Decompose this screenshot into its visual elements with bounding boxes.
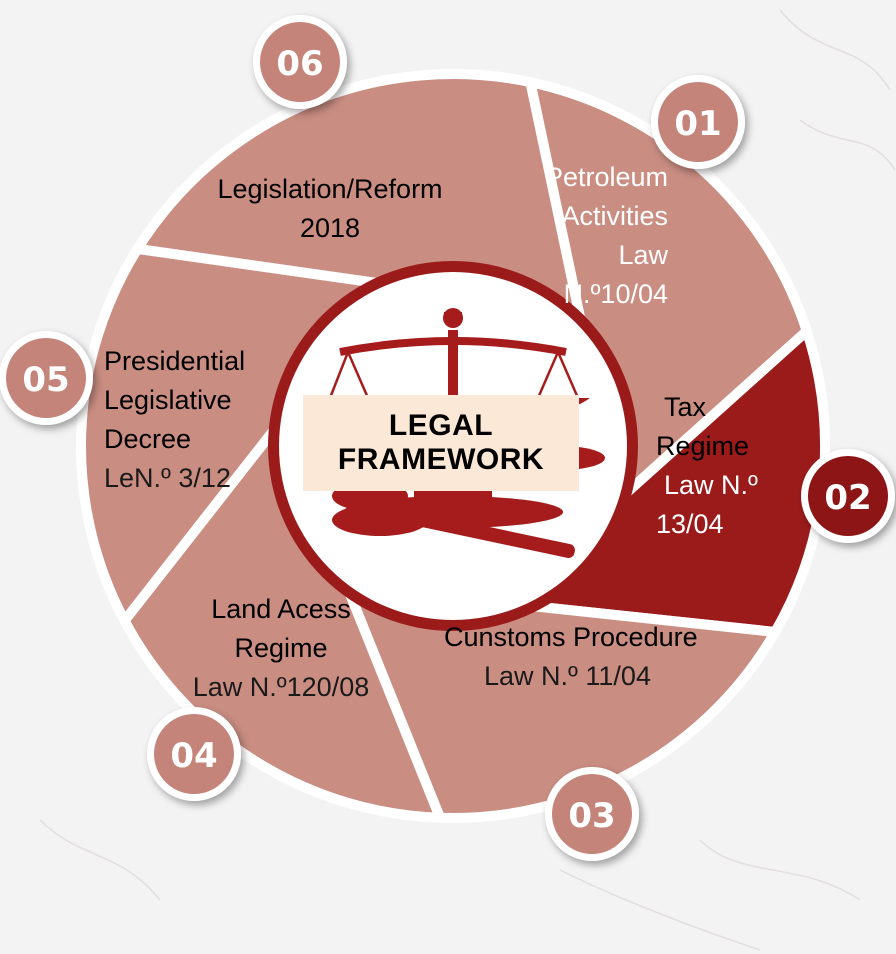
segment-04-line-3: Law N.º120/08 (192, 672, 370, 702)
badge-number-03: 03 (568, 796, 615, 836)
segment-05-line-3: Decree (104, 424, 192, 454)
segment-04-label: Land Acess Regime Law N.º120/08 (170, 590, 392, 707)
badge-03: 03 (545, 767, 639, 861)
segment-02-line-4: 13/04 (656, 509, 724, 539)
segment-06-line-1: Legislation/Reform (217, 174, 443, 204)
badge-number-04: 04 (170, 736, 217, 776)
segment-01-line-2: Activities (561, 201, 668, 231)
segment-03-line-2: Law N.º 11/04 (484, 661, 651, 691)
segment-01-line-3: Law (618, 240, 668, 270)
badge-number-01: 01 (674, 104, 721, 144)
background-sketch (39, 9, 896, 951)
badge-06: 06 (253, 15, 347, 109)
badge-number-06: 06 (276, 44, 323, 84)
badge-disc-06 (260, 22, 340, 102)
badge-05: 05 (0, 331, 93, 425)
badge-number-02: 02 (824, 478, 871, 518)
segment-04-line-2: Regime (234, 633, 328, 663)
number-badges: 01 02 03 04 05 06 (0, 15, 895, 861)
center-title-line-2: FRAMEWORK (337, 443, 545, 476)
center-label-box: LEGAL FRAMEWORK (303, 395, 579, 491)
segment-02-label: Tax Regime Law N.º 13/04 (656, 388, 758, 544)
badge-disc-03 (552, 774, 632, 854)
segment-01-line-1: Petroleum (544, 162, 668, 192)
segment-06-label: Legislation/Reform 2018 (200, 170, 460, 248)
badge-disc-02 (808, 456, 888, 536)
segment-03-line-1: Cunstoms Procedure (444, 622, 698, 652)
badge-disc-05 (6, 338, 86, 418)
segment-06-line-2: 2018 (299, 213, 361, 243)
badge-01: 01 (651, 75, 745, 169)
segment-04-line-1: Land Acess (211, 594, 351, 624)
badge-disc-01 (658, 82, 738, 162)
segment-05-line-4: LeN.º 3/12 (104, 463, 231, 493)
segment-03-label: Cunstoms Procedure Law N.º 11/04 (444, 618, 698, 696)
badge-02: 02 (801, 449, 895, 543)
segment-05-label: Presidential Legislative Decree LeN.º 3/… (104, 342, 245, 498)
segment-05-line-2: Legislative (104, 385, 232, 415)
segment-02-line-2: Regime (656, 431, 750, 461)
segment-02-line-3: Law N.º (664, 470, 758, 500)
badge-number-05: 05 (22, 360, 69, 400)
segment-05-line-1: Presidential (104, 346, 246, 376)
segment-02-line-1: Tax (664, 392, 707, 422)
segment-01-line-4: N.º10/04 (563, 279, 668, 309)
center-title-line-1: LEGAL (388, 409, 494, 442)
badge-disc-04 (154, 714, 234, 794)
segment-01-label: Petroleum Activities Law N.º10/04 (532, 158, 668, 314)
badge-04: 04 (147, 707, 241, 801)
